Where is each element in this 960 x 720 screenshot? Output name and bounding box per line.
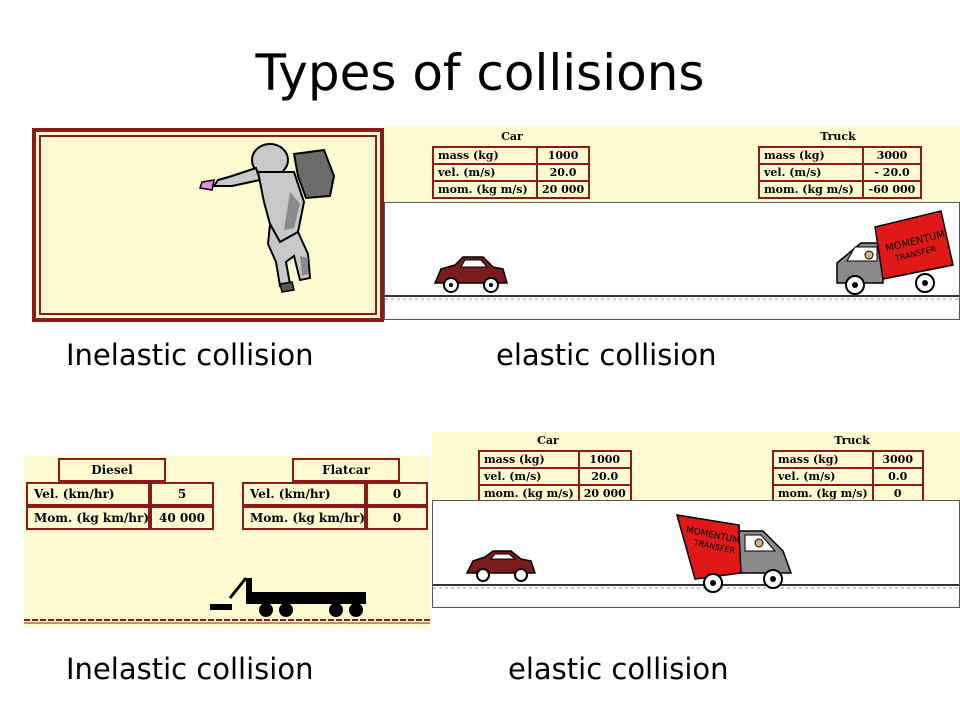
table-row: mass (kg) 3000 (772, 450, 924, 469)
row-label: mom. (kg m/s) (758, 180, 864, 199)
table-row: vel. (m/s) 20.0 (432, 163, 591, 182)
truck-illustration: MOMENTUM TRANSFER (836, 210, 954, 295)
caption-bottom-left: Inelastic collision (66, 652, 314, 686)
diesel-vel-label: Vel. (km/hr) (26, 482, 150, 506)
car-data-table: mass (kg) 1000 vel. (m/s) 20.0 mom. (kg … (478, 450, 632, 503)
caption-top-left: Inelastic collision (66, 338, 314, 372)
row-value: -60 000 (862, 180, 922, 199)
row-value: 0.0 (871, 467, 924, 486)
truck-data-table: mass (kg) 3000 vel. (m/s) - 20.0 mom. (k… (758, 146, 922, 199)
table-row: mass (kg) 1000 (478, 450, 632, 469)
diesel-vel-value: 5 (150, 482, 214, 506)
row-value: 20.0 (535, 163, 591, 182)
caption-top-right: elastic collision (496, 338, 717, 372)
row-label: vel. (m/s) (478, 467, 580, 486)
flatcar-mom-label: Mom. (kg km/hr) (242, 506, 366, 530)
flatcar-mom-value: 0 (366, 506, 428, 530)
truck-data-table: mass (kg) 3000 vel. (m/s) 0.0 mom. (kg m… (772, 450, 924, 503)
table-row: mom. (kg m/s) -60 000 (758, 180, 922, 199)
road-scene: MOMENTUM TRANSFER (384, 202, 960, 320)
row-value: 1000 (577, 450, 632, 469)
person-legs (266, 220, 312, 288)
row-value: 3000 (862, 146, 922, 165)
person-feet (279, 281, 295, 293)
row-label: mom. (kg m/s) (772, 484, 874, 503)
row-label: mass (kg) (758, 146, 864, 165)
table-row: mom. (kg m/s) 0 (772, 484, 924, 503)
person-arm (212, 166, 262, 187)
inelastic-person-panel (32, 128, 384, 322)
elastic-truck-moving-panel: Car mass (kg) 1000 vel. (m/s) 20.0 mom. … (384, 126, 960, 320)
truck-illustration: MOMENTUM TRANSFER (675, 514, 793, 593)
car-data-table: mass (kg) 1000 vel. (m/s) 20.0 mom. (kg … (432, 146, 591, 199)
jumping-person-illustration (199, 143, 336, 293)
table-row: vel. (m/s) - 20.0 (758, 163, 922, 182)
row-label: mom. (kg m/s) (432, 180, 538, 199)
slide-title: Types of collisions (255, 44, 705, 102)
flatcar-heading: Flatcar (292, 458, 400, 482)
table-row: vel. (m/s) 20.0 (478, 467, 632, 486)
flatcar-vel-value: 0 (366, 482, 428, 506)
table-row: vel. (m/s) 0.0 (772, 467, 924, 486)
inelastic-train-panel: Diesel Flatcar Vel. (km/hr) 5 Mom. (kg k… (24, 456, 430, 628)
row-label: mass (kg) (478, 450, 580, 469)
table-row: mom. (kg m/s) 20 000 (432, 180, 591, 199)
person-hand (199, 179, 215, 191)
diesel-heading: Diesel (58, 458, 166, 482)
car-illustration (465, 550, 537, 582)
row-label: mass (kg) (772, 450, 874, 469)
row-value: 0 (871, 484, 924, 503)
row-label: vel. (m/s) (758, 163, 864, 182)
car-table-heading: Car (501, 130, 523, 143)
row-value: - 20.0 (862, 163, 922, 182)
elastic-truck-stationary-panel: Car mass (kg) 1000 vel. (m/s) 20.0 mom. … (432, 432, 960, 608)
diesel-mom-value: 40 000 (150, 506, 214, 530)
car-table-heading: Car (537, 434, 559, 447)
backpack (292, 148, 336, 200)
truck-table-heading: Truck (820, 130, 856, 143)
row-label: mass (kg) (432, 146, 538, 165)
row-value: 20 000 (577, 484, 632, 503)
car-illustration (433, 256, 508, 293)
diesel-mom-label: Mom. (kg km/hr) (26, 506, 150, 530)
row-value: 3000 (871, 450, 924, 469)
row-value: 20 000 (535, 180, 591, 199)
row-value: 1000 (535, 146, 591, 165)
table-row: mass (kg) 1000 (432, 146, 591, 165)
row-label: vel. (m/s) (432, 163, 538, 182)
road-scene: MOMENTUM TRANSFER (432, 500, 960, 608)
table-row: mass (kg) 3000 (758, 146, 922, 165)
row-label: vel. (m/s) (772, 467, 874, 486)
flatcar-illustration (24, 577, 430, 624)
flatcar-vel-label: Vel. (km/hr) (242, 482, 366, 506)
truck-table-heading: Truck (834, 434, 870, 447)
caption-bottom-right: elastic collision (508, 652, 729, 686)
row-value: 20.0 (577, 467, 632, 486)
